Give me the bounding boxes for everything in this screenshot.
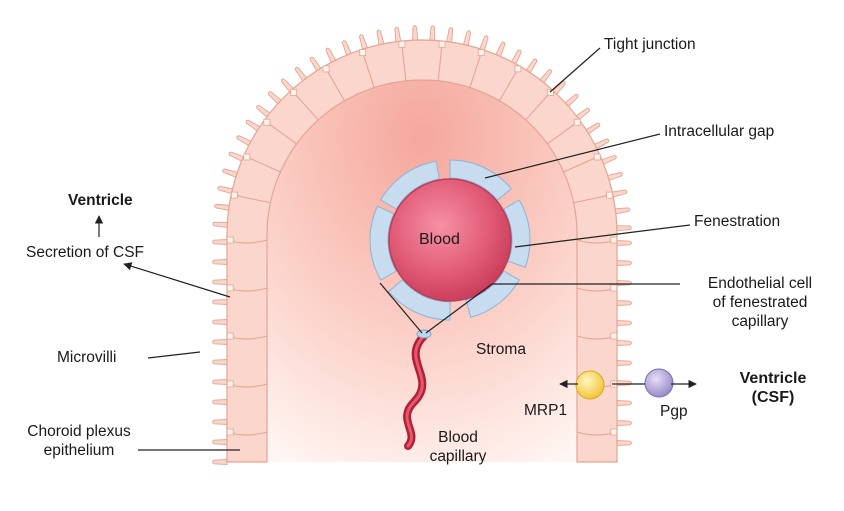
tight-junction-marker xyxy=(227,429,233,435)
microvillus xyxy=(413,26,418,41)
microvillus xyxy=(447,28,453,43)
stroma-label: Stroma xyxy=(476,340,526,359)
tight-junction-marker xyxy=(244,154,250,160)
intracellular-gap-label: Intracellular gap xyxy=(664,122,774,141)
microvillus xyxy=(617,381,632,386)
microvillus xyxy=(213,420,228,425)
microvilli-label: Microvilli xyxy=(57,348,116,367)
microvillus xyxy=(617,226,632,231)
tight-junction-marker xyxy=(231,192,237,198)
blood-capillary-line-1: Blood xyxy=(418,428,498,447)
microvillus xyxy=(395,27,401,42)
microvillus xyxy=(213,260,228,265)
choroid-line-1: Choroid plexus xyxy=(20,422,138,441)
tight-junction-marker xyxy=(611,285,617,291)
microvillus xyxy=(229,152,243,161)
microvillus xyxy=(342,41,351,55)
microvillus xyxy=(602,155,616,164)
ventricle-csf-line-1: Ventricle xyxy=(728,369,818,388)
microvillus xyxy=(213,300,228,305)
microvillus xyxy=(615,208,630,214)
mrp1-transporter xyxy=(576,371,604,399)
microvillus xyxy=(617,421,632,426)
microvillus xyxy=(218,186,233,193)
microvillus xyxy=(430,26,435,41)
tight-junction-marker xyxy=(227,237,233,243)
tight-junction-leader xyxy=(550,48,600,92)
endothelial-line-3: capillary xyxy=(686,312,834,331)
microvillus xyxy=(213,222,228,227)
pgp-transporter xyxy=(645,369,673,397)
tight-junction-marker xyxy=(574,119,580,125)
microvillus xyxy=(215,204,230,210)
choroid-plexus-label: Choroid plexus epithelium xyxy=(20,422,138,460)
microvillus xyxy=(612,190,627,197)
fenestration-label: Fenestration xyxy=(694,212,780,231)
secretion-label: Secretion of CSF xyxy=(26,243,144,262)
tight-junction-marker xyxy=(227,285,233,291)
microvillus xyxy=(617,361,632,366)
tight-junction-marker xyxy=(291,89,297,95)
endothelial-line-2: of fenestrated xyxy=(686,293,834,312)
microvillus xyxy=(617,301,632,306)
pgp-label: Pgp xyxy=(660,402,688,421)
microvillus xyxy=(617,241,632,246)
microvillus xyxy=(617,401,632,406)
tight-junction-marker xyxy=(439,41,445,47)
microvillus xyxy=(496,42,505,56)
tight-junction-marker xyxy=(227,333,233,339)
microvillus xyxy=(359,35,367,50)
microvilli-leader xyxy=(148,352,200,358)
tight-junction-marker xyxy=(515,66,521,72)
tight-junction-marker xyxy=(607,192,613,198)
microvillus xyxy=(617,441,632,446)
microvillus xyxy=(213,380,228,385)
microvillus xyxy=(213,400,228,405)
tight-junction-marker xyxy=(323,66,329,72)
blood-label: Blood xyxy=(419,230,460,249)
tight-junction-label: Tight junction xyxy=(604,35,696,54)
ventricle-label: Ventricle xyxy=(68,191,133,210)
microvillus xyxy=(213,280,228,285)
tight-junction-marker xyxy=(478,50,484,56)
blood-capillary-line-2: capillary xyxy=(418,447,498,466)
microvillus xyxy=(213,440,228,445)
tight-junction-marker xyxy=(611,333,617,339)
mrp1-label: MRP1 xyxy=(524,401,567,420)
microvillus xyxy=(608,172,623,180)
endothelial-cell-label: Endothelial cell of fenestrated capillar… xyxy=(686,274,834,331)
microvillus xyxy=(377,30,384,45)
microvillus xyxy=(223,169,238,177)
microvillus xyxy=(213,460,228,465)
tight-junction-marker xyxy=(611,237,617,243)
blood-capillary-label: Blood capillary xyxy=(418,428,498,466)
ventricle-csf-line-2: (CSF) xyxy=(728,388,818,407)
microvillus xyxy=(480,36,488,51)
tight-junction-marker xyxy=(264,119,270,125)
tight-junction-marker xyxy=(594,154,600,160)
tight-junction-marker xyxy=(611,429,617,435)
microvillus xyxy=(213,360,228,365)
microvillus xyxy=(463,31,470,46)
choroid-line-2: epithelium xyxy=(20,441,138,460)
microvillus xyxy=(213,320,228,325)
microvillus xyxy=(617,341,632,346)
tight-junction-marker xyxy=(227,381,233,387)
microvillus xyxy=(617,281,632,286)
endothelial-line-1: Endothelial cell xyxy=(686,274,834,293)
microvillus xyxy=(213,240,228,245)
tight-junction-marker xyxy=(360,50,366,56)
microvillus xyxy=(617,261,632,266)
microvillus xyxy=(617,321,632,326)
ventricle-csf-label: Ventricle (CSF) xyxy=(728,369,818,407)
microvillus xyxy=(213,340,228,345)
tight-junction-marker xyxy=(399,41,405,47)
